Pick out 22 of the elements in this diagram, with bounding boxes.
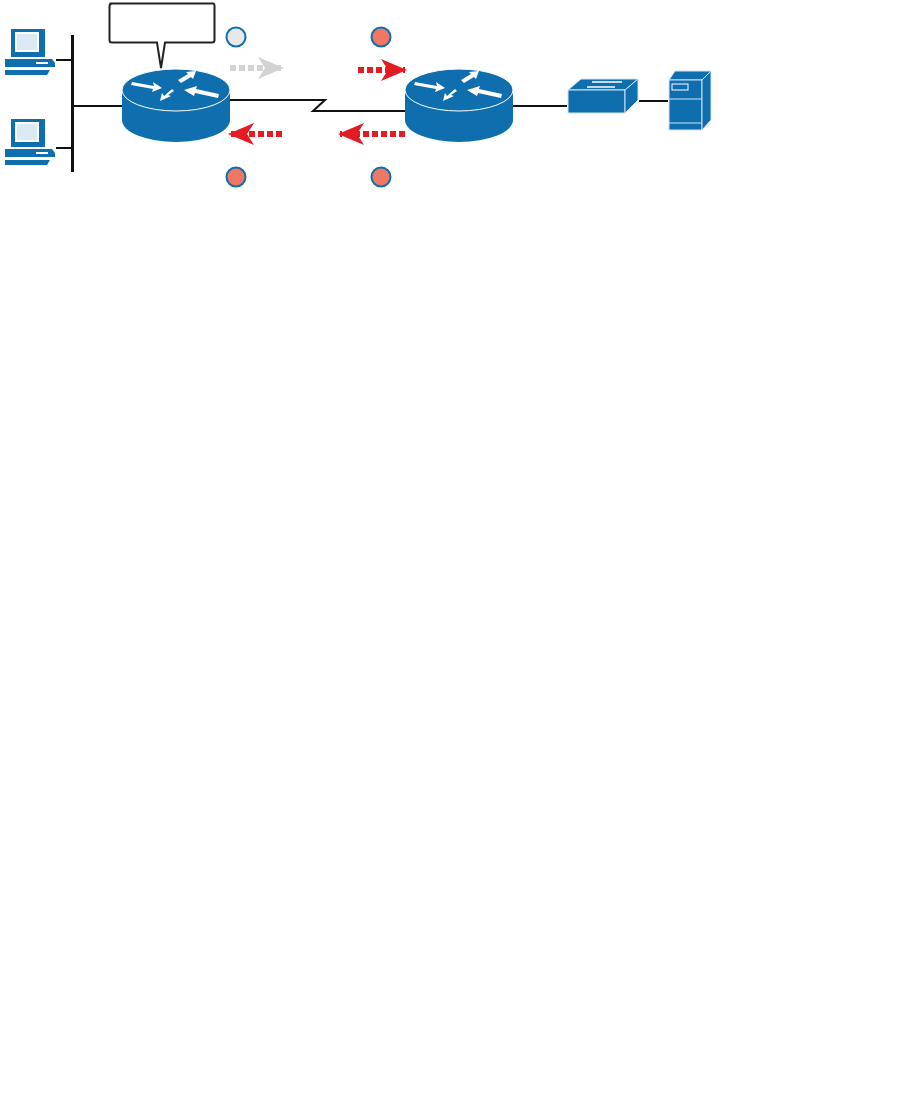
network-link [229, 99, 406, 112]
message-arrow [230, 57, 284, 79]
message-arrow [338, 123, 405, 145]
step-circle [370, 166, 392, 188]
router-icon [122, 68, 230, 142]
server-icon [668, 70, 711, 131]
message-arrow [358, 59, 407, 81]
callout-bubble [108, 2, 216, 70]
computer-icon [2, 28, 56, 76]
network-link [55, 147, 72, 149]
step-circle [225, 166, 247, 188]
message-arrow [228, 123, 282, 145]
network-link [73, 105, 123, 107]
switch-icon [567, 78, 639, 114]
router-icon [405, 68, 513, 142]
network-link [638, 100, 669, 102]
lan-bus-line [71, 35, 74, 172]
step-circle [225, 26, 247, 48]
step-circle [370, 26, 392, 48]
computer-icon [2, 118, 56, 166]
network-link [512, 105, 568, 107]
network-link [55, 59, 72, 61]
